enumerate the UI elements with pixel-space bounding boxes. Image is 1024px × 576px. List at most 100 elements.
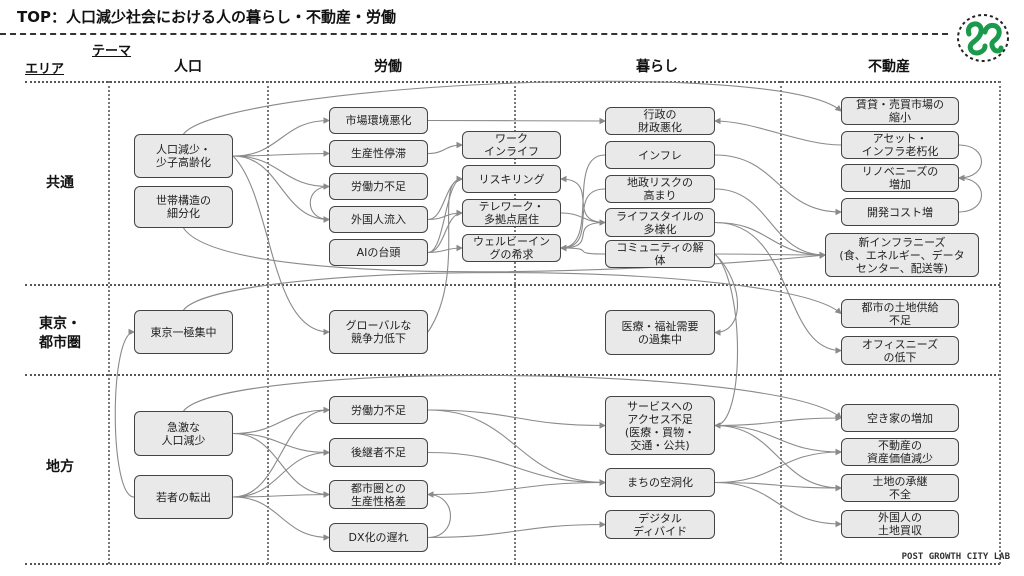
column-header-living: 暮らし bbox=[636, 59, 678, 75]
row-label-regional: 地方 bbox=[46, 459, 74, 475]
connector-hollow-to-inherit bbox=[714, 481, 843, 492]
connector-labor-to-foreign bbox=[309, 185, 331, 223]
connector-pop1-to-labor bbox=[232, 155, 331, 190]
theme-axis-label: テーマ bbox=[92, 44, 132, 59]
connector-lifestyle-to-wellbeing bbox=[559, 221, 606, 252]
connector-pop1-to-global bbox=[232, 155, 331, 336]
connector-productivity-to-workinlife bbox=[427, 141, 464, 155]
node-global: グローバルな 競争力低下 bbox=[329, 310, 428, 354]
node-labor2: 労働力不足 bbox=[329, 396, 428, 424]
node-youth: 若者の転出 bbox=[134, 475, 233, 519]
connector-pop1-to-productivity bbox=[232, 150, 331, 157]
connector-labor2-to-service bbox=[427, 409, 607, 429]
connector-geo-to-newinfra bbox=[714, 188, 827, 259]
connector-dx-to-gap bbox=[426, 491, 451, 539]
connector-asset-to-admin bbox=[713, 117, 842, 146]
footer-brand: POST GROWTH CITY LAB bbox=[901, 552, 1010, 562]
node-community: コミュニティの解 体 bbox=[605, 240, 715, 268]
node-market: 市場環境悪化 bbox=[329, 107, 428, 134]
node-geo: 地政リスクの 高まり bbox=[605, 175, 715, 203]
node-ai: AIの台頭 bbox=[329, 239, 428, 266]
connector-community-to-medical bbox=[713, 253, 738, 336]
node-telework: テレワーク・ 多拠点居住 bbox=[462, 199, 561, 227]
connector-service-to-assetvalue bbox=[714, 424, 843, 456]
connector-youth-to-successor bbox=[232, 449, 331, 498]
node-digital: デジタル ディバイド bbox=[605, 510, 715, 539]
connector-community-to-newinfra bbox=[714, 251, 827, 259]
node-rentmarket: 賃貸・売買市場の 縮小 bbox=[841, 97, 959, 125]
node-newinfra: 新インフラニーズ (食、エネルギー、データ センター、配送等) bbox=[825, 233, 979, 277]
connector-geo-to-wellbeing bbox=[559, 188, 606, 252]
connector-rapid-to-labor2 bbox=[232, 406, 331, 435]
node-gap: 都市圏との 生産性格差 bbox=[329, 480, 428, 509]
grid-line bbox=[25, 563, 1000, 565]
connector-devcost-to-renov bbox=[957, 174, 983, 213]
connector-pop1-to-market bbox=[232, 117, 331, 157]
connector-market-to-admin bbox=[427, 117, 607, 125]
title-divider bbox=[0, 33, 948, 35]
column-header-labor: 労働 bbox=[374, 59, 402, 75]
connector-community-to-service bbox=[713, 253, 738, 429]
node-medical: 医療・福祉需要 の過集中 bbox=[605, 310, 715, 355]
connector-service-to-vacant bbox=[714, 414, 843, 427]
node-office: オフィスニーズ の低下 bbox=[841, 336, 959, 365]
node-productivity: 生産性停滞 bbox=[329, 140, 428, 167]
node-rapid: 急激な 人口減少 bbox=[134, 411, 233, 456]
node-dx: DX化の遅れ bbox=[329, 523, 428, 552]
connector-youth-to-gap bbox=[232, 491, 331, 498]
grid-line bbox=[999, 81, 1001, 564]
connector-ai-to-wellbeing bbox=[427, 244, 464, 254]
connector-pop1-to-foreign bbox=[232, 155, 331, 223]
node-household: 世帯構造の 細分化 bbox=[134, 186, 233, 228]
connector-youth-to-tokyo bbox=[114, 328, 136, 498]
node-inflation: インフレ bbox=[605, 141, 715, 169]
node-inherit: 土地の承継 不全 bbox=[841, 474, 959, 502]
column-header-real-estate: 不動産 bbox=[868, 59, 910, 75]
node-workinlife: ワーク インライフ bbox=[462, 131, 561, 159]
connector-community-to-wellbeing bbox=[559, 244, 606, 255]
grid-line bbox=[267, 81, 269, 564]
connector-hollow-to-assetvalue bbox=[714, 448, 843, 484]
node-devcost: 開発コスト増 bbox=[841, 198, 959, 226]
node-service: サービスへの アクセス不足 (医療・買物・ 交通・公共) bbox=[605, 396, 715, 455]
node-pop1: 人口減少・ 少子高齢化 bbox=[134, 134, 233, 178]
node-renov: リノベニーズの 増加 bbox=[841, 164, 959, 192]
node-foreign: 外国人流入 bbox=[329, 206, 428, 233]
node-landsupply: 都市の土地供給 不足 bbox=[841, 299, 959, 328]
connector-rapid-to-vacant bbox=[183, 374, 842, 419]
connector-labor2-to-hollow bbox=[427, 409, 607, 486]
node-asset: アセット・ インフラ老朽化 bbox=[841, 131, 959, 159]
connector-inflation-to-devcost bbox=[714, 154, 843, 216]
connector-asset-to-renov bbox=[957, 144, 983, 182]
connector-dx-to-digital bbox=[427, 521, 607, 539]
column-header-population: 人口 bbox=[174, 59, 202, 75]
connector-hollow-to-foreignbuy bbox=[714, 481, 843, 528]
node-foreignbuy: 外国人の 土地買収 bbox=[841, 510, 959, 538]
connector-global-to-reskill bbox=[427, 175, 464, 333]
connector-ai-to-reskill bbox=[427, 175, 464, 254]
connector-rapid-to-successor bbox=[232, 432, 331, 456]
connector-tokyo-to-landsupply bbox=[183, 272, 842, 315]
grid-line bbox=[108, 81, 110, 564]
node-vacant: 空き家の増加 bbox=[841, 404, 959, 432]
node-assetvalue: 不動産の 資産価値減少 bbox=[841, 438, 959, 466]
area-axis-label: エリア bbox=[25, 62, 65, 77]
connector-service-to-inherit bbox=[714, 424, 843, 492]
node-tokyo: 東京一極集中 bbox=[134, 310, 233, 354]
row-label-common: 共通 bbox=[46, 175, 74, 191]
connector-gap-to-hollow bbox=[427, 479, 607, 496]
grid-line bbox=[514, 81, 516, 564]
connector-lifestyle-to-office bbox=[714, 221, 843, 354]
connector-pop1-to-rentmarket bbox=[183, 80, 842, 135]
connector-ai-to-telework bbox=[427, 209, 464, 254]
row-label-tokyo: 東京・ 都市圏 bbox=[39, 316, 81, 351]
connector-lifestyle-to-newinfra bbox=[714, 221, 827, 259]
connector-household-to-newinfra bbox=[183, 227, 827, 273]
page-title: TOP：人口減少社会における人の暮らし・不動産・労働 bbox=[17, 8, 396, 26]
grid-line bbox=[780, 81, 782, 564]
connector-youth-to-labor2 bbox=[232, 406, 331, 498]
node-labor: 労働力不足 bbox=[329, 173, 428, 200]
post-growth-city-lab-logo bbox=[957, 14, 1009, 62]
